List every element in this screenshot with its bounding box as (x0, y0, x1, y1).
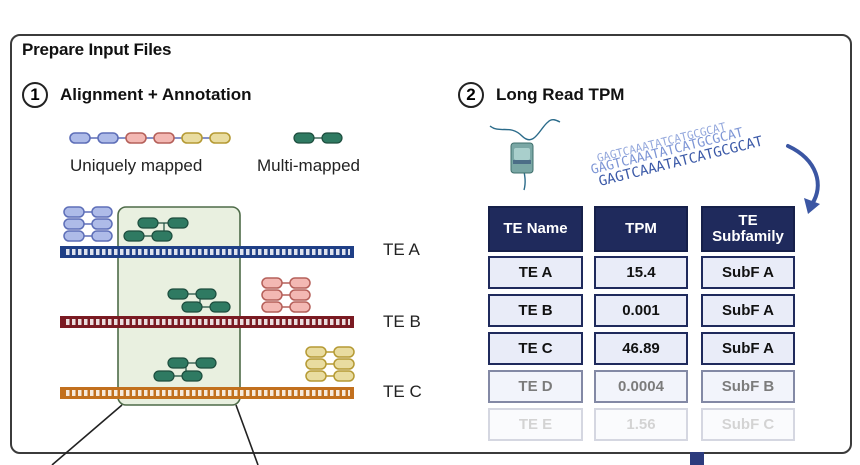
multi-reads-te-b (167, 288, 231, 313)
unique-reads-te-a (63, 206, 113, 242)
table-cell: TE D (488, 370, 583, 403)
unique-reads-te-c (305, 346, 355, 382)
step-2-heading: 2 Long Read TPM (458, 82, 624, 108)
header-te-name: TE Name (488, 206, 583, 252)
table-cell: SubF B (701, 370, 795, 403)
table-cell: TE E (488, 408, 583, 441)
nanopore-icon (489, 119, 561, 191)
header-te-subfamily: TE Subfamily (701, 206, 795, 252)
table-cell: 15.4 (594, 256, 688, 289)
unique-reads-te-b (261, 277, 311, 313)
header-tpm: TPM (594, 206, 688, 252)
panel-title: Prepare Input Files (22, 40, 172, 59)
table-cell: 0.001 (594, 294, 688, 327)
zoom-lines (51, 404, 259, 465)
legend-unique-label: Uniquely mapped (70, 156, 203, 175)
step-1-label: Alignment + Annotation (60, 85, 252, 104)
step-1-number: 1 (22, 82, 48, 108)
table-cell: TE B (488, 294, 583, 327)
legend-multi-label: Multi-mapped (257, 156, 360, 175)
te-a-band (60, 246, 354, 258)
bottom-marker (690, 452, 704, 465)
curved-arrow-icon (786, 144, 820, 214)
table-cell: SubF A (701, 256, 795, 289)
table-cell: SubF C (701, 408, 795, 441)
sequence-read-graphic: GAGTCAAATATCATGCGCAT GAGTCAAATATCATGCGCA… (589, 120, 765, 190)
te-a-label: TE A (383, 240, 420, 259)
legend-multi-read-icon (293, 132, 343, 144)
multi-reads-te-c (153, 357, 217, 382)
te-c-label: TE C (383, 382, 422, 401)
table-cell: SubF A (701, 294, 795, 327)
te-c-band (60, 387, 354, 399)
table-cell: SubF A (701, 332, 795, 365)
step-2-label: Long Read TPM (496, 85, 625, 104)
step-1-heading: 1 Alignment + Annotation (22, 82, 252, 108)
te-b-band (60, 316, 354, 328)
step-2-number: 2 (458, 82, 484, 108)
table-cell: TE C (488, 332, 583, 365)
table-cell: 46.89 (594, 332, 688, 365)
table-cell: 0.0004 (594, 370, 688, 403)
legend-unique-read-icon (69, 132, 231, 144)
multi-reads-te-a (123, 217, 189, 242)
table-cell: 1.56 (594, 408, 688, 441)
te-b-label: TE B (383, 312, 421, 331)
table-cell: TE A (488, 256, 583, 289)
